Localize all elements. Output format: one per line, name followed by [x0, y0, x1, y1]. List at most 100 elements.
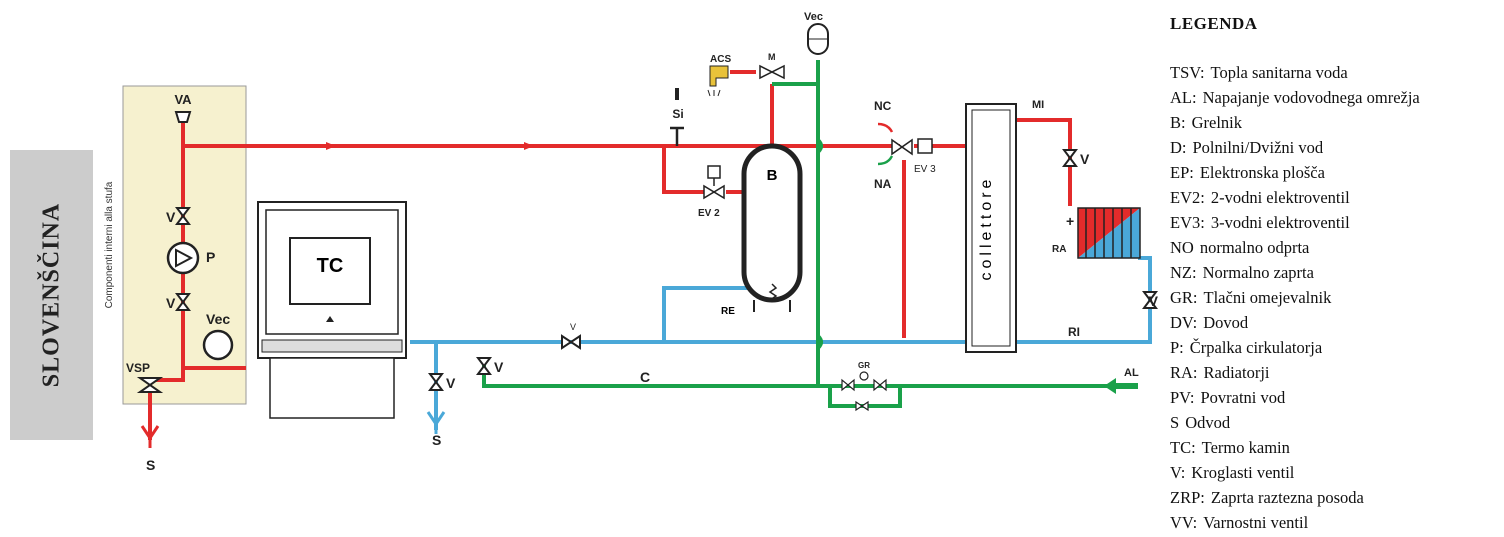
legend-code: DV:: [1170, 313, 1198, 332]
legend-code: AL:: [1170, 88, 1197, 107]
legend-item: PV: Povratni vod: [1170, 385, 1500, 410]
va-label: VA: [174, 92, 192, 107]
legend-title: LEGENDA: [1170, 14, 1258, 33]
legend-item: DV:Dovod: [1170, 310, 1500, 335]
mi-line: [1016, 118, 1072, 206]
boiler-return: [662, 286, 752, 342]
legend-description: Napajanje vodovodnega omrežja: [1202, 88, 1420, 107]
valve-lower-label: V: [166, 295, 176, 311]
collector: collettore: [965, 103, 1017, 353]
pump-icon: [166, 241, 200, 275]
al-arrow-icon: [1104, 378, 1116, 394]
legend-item: VV:Varnostni ventil: [1170, 510, 1500, 535]
air-valve-icon: [174, 111, 192, 123]
na-label: NA: [874, 177, 892, 191]
radiator: [1077, 207, 1141, 259]
valve-right-label: V: [1080, 151, 1090, 167]
boiler-branch: [662, 146, 705, 194]
legend-item: EV3: 3-vodni elektroventil: [1170, 210, 1500, 235]
ball-valves: [175, 149, 1158, 391]
valve-mid-label: V: [494, 359, 504, 375]
legend-description: normalno odprta: [1199, 238, 1310, 257]
legend-description: Topla sanitarna voda: [1210, 63, 1348, 82]
safety-valve-icon: [136, 377, 164, 393]
legend-item: V:Kroglasti ventil: [1170, 460, 1500, 485]
vsp-label: VSP: [126, 361, 150, 375]
valve-lower-icon: [175, 293, 191, 311]
legend-item: EV2: 2-vodni elektroventil: [1170, 185, 1500, 210]
legend-code: PV:: [1170, 388, 1195, 407]
valve-upper-icon: [175, 207, 191, 225]
gr-label: GR: [858, 361, 870, 370]
valve-small-label: V: [570, 322, 576, 332]
valve-far-label: V: [1149, 293, 1159, 309]
legend-item: D:Polnilni/Dvižni vod: [1170, 135, 1500, 160]
legend-code: D:: [1170, 138, 1187, 157]
legend-description: 3-vodni elektroventil: [1210, 213, 1350, 232]
legend-description: Kroglasti ventil: [1191, 463, 1295, 482]
legend-code: RA:: [1170, 363, 1198, 382]
valve-far-icon: [1142, 291, 1158, 309]
language-label-box: SLOVENŠČINA: [10, 150, 93, 440]
s-drain-label: S: [432, 432, 441, 448]
legend-code: NO: [1170, 238, 1194, 257]
plus-label: +: [1066, 213, 1074, 229]
collector-label: collettore: [978, 176, 995, 281]
legend-code: EV2:: [1170, 188, 1205, 207]
ri-label: RI: [1068, 325, 1080, 339]
gr-bypass: [828, 386, 902, 408]
probe-icon: [670, 88, 684, 146]
legend-item: TSV: Topla sanitarna voda: [1170, 60, 1500, 85]
mixer-label: M: [768, 52, 776, 62]
legend-item: EP:Elektronska plošča: [1170, 160, 1500, 185]
legend-description: Zaprta raztezna posoda: [1210, 488, 1364, 507]
legend-code: EP:: [1170, 163, 1194, 182]
legend-description: Črpalka cirkulatorja: [1189, 338, 1323, 357]
legend-code: S: [1170, 413, 1180, 432]
legend-item: ZRP:Zaprta raztezna posoda: [1170, 485, 1500, 510]
legend-description: Grelnik: [1191, 113, 1242, 132]
stove: TC: [257, 201, 407, 419]
pressure-reducer-icon: [841, 371, 887, 412]
boiler-label: B: [767, 167, 778, 184]
feed-line: [482, 358, 1110, 388]
legend-description: Normalno zaprta: [1202, 263, 1314, 282]
flow-arrows: [326, 142, 534, 150]
drain-left-icon: [140, 425, 160, 448]
legend-description: Radiatorji: [1203, 363, 1270, 382]
boiler: B RE: [721, 143, 803, 317]
tap-water-icon: [707, 89, 721, 97]
ri-line: [1016, 256, 1152, 344]
legend-code: EV3:: [1170, 213, 1205, 232]
legend-description: Povratni vod: [1200, 388, 1286, 407]
legend-description: 2-vodni elektroventil: [1210, 188, 1350, 207]
expansion-vessel-icon: [202, 329, 234, 361]
legend-description: Termo kamin: [1201, 438, 1290, 457]
legend-item: NO normalno odprta: [1170, 235, 1500, 260]
ev3-label: EV 3: [914, 164, 936, 175]
s-left-label: S: [146, 457, 155, 473]
legend-item: NZ:Normalno zaprta: [1170, 260, 1500, 285]
al-arrow-shaft: [1116, 383, 1138, 389]
vec-left-label: Vec: [206, 311, 230, 327]
valve-drain-label: V: [446, 375, 456, 391]
legend-description: Tlačni omejevalnik: [1203, 288, 1332, 307]
al-label: AL: [1124, 367, 1139, 379]
legend-code: TSV:: [1170, 63, 1205, 82]
legend-item: P:Črpalka cirkulatorja: [1170, 335, 1500, 360]
crossover-bridges: [816, 138, 823, 350]
legend-item: AL: Napajanje vodovodnega omrežja: [1170, 85, 1500, 110]
legend-code: B:: [1170, 113, 1186, 132]
valve-upper-label: V: [166, 209, 176, 225]
internal-components-label: Componenti interni alla stufa: [104, 181, 115, 308]
valve-right-icon: [1062, 149, 1078, 167]
ev3-valve-icon: [877, 122, 933, 166]
valve-drain-icon: [428, 373, 444, 391]
legend-code: GR:: [1170, 288, 1198, 307]
ra-label: RA: [1052, 244, 1066, 255]
c-label: C: [640, 369, 650, 385]
legend-item: GR: Tlačni omejevalnik: [1170, 285, 1500, 310]
expansion-vessel-top-icon: [807, 23, 829, 55]
